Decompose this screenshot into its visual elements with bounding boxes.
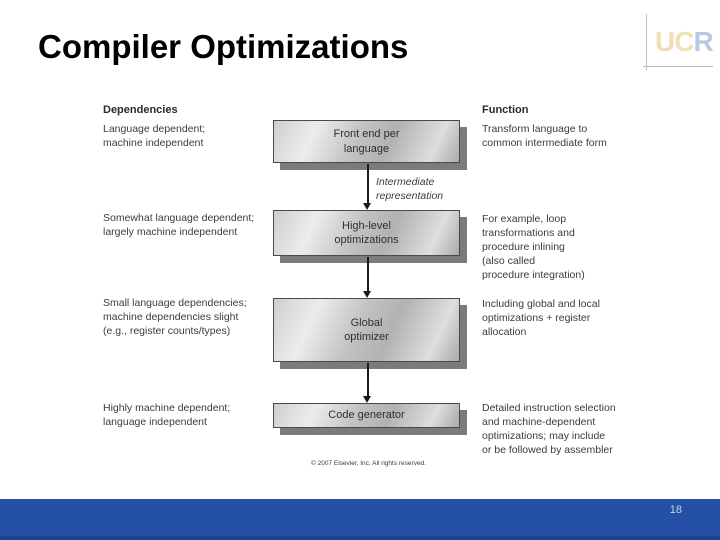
stage3-function-text: Including global and local optimizations… (482, 298, 600, 339)
ucr-logo-text: UCR (655, 20, 714, 65)
ucr-logo-uc-text: UC (655, 26, 694, 57)
stage4-dependency-text: Highly machine dependent; language indep… (103, 402, 231, 429)
stage2-function-text: For example, loop transformations and pr… (482, 213, 585, 282)
figure-copyright-text: © 2007 Elsevier, Inc. All rights reserve… (311, 460, 426, 467)
logo-vertical-line (646, 14, 647, 70)
logo-horizontal-line (643, 66, 713, 67)
stage4-function-text: Detailed instruction selection and machi… (482, 402, 616, 457)
arrow-line (367, 257, 369, 293)
intermediate-representation-label: Intermediate representation (376, 176, 444, 203)
stage1-function-text: Transform language to common intermediat… (482, 123, 607, 150)
footer-bar: 18 (0, 499, 720, 540)
stage2-high-level-optimizations-box: High-level optimizations (273, 210, 460, 256)
stage1-dependency-text: Language dependent; machine independent (103, 123, 206, 150)
arrow-head-icon (363, 291, 371, 298)
function-column-header: Function (482, 104, 529, 116)
dependencies-column-header: Dependencies (103, 104, 178, 116)
stage3-dependency-text: Small language dependencies; machine dep… (103, 297, 247, 338)
arrow-global-to-code-generator (362, 363, 373, 403)
arrow-high-level-to-global (362, 257, 373, 298)
arrow-head-icon (363, 396, 371, 403)
stage4-code-generator-box: Code generator (273, 403, 460, 428)
stage3-global-optimizer-box: Global optimizer (273, 298, 460, 362)
arrow-head-icon (363, 203, 371, 210)
arrow-line (367, 164, 369, 205)
arrow-front-end-to-high-level (362, 164, 373, 210)
slide-title: Compiler Optimizations (38, 28, 409, 65)
ucr-logo-r-text: R (693, 26, 713, 57)
stage1-front-end-box: Front end per language (273, 120, 460, 163)
stage2-dependency-text: Somewhat language dependent; largely mac… (103, 212, 255, 239)
ucr-logo: UCR (643, 12, 715, 70)
page-number: 18 (669, 504, 682, 516)
arrow-line (367, 363, 369, 398)
